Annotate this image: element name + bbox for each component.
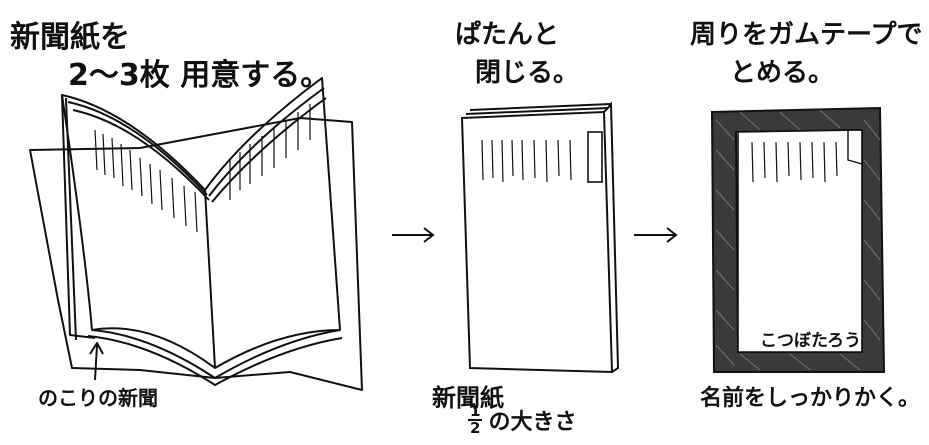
arrow-right-icon-2: [634, 227, 678, 243]
open-newspaper-illustration: [29, 77, 363, 391]
step2-title-line1: ぱたんと: [455, 20, 560, 50]
annotation-arrow: [94, 344, 98, 381]
fraction-numerator: 1: [468, 402, 483, 421]
fraction: 1 2: [468, 402, 483, 437]
back-sheet: [29, 117, 363, 391]
step3-caption: 名前をしっかりかく。: [700, 386, 921, 411]
step2-caption-line1: 新聞紙: [432, 384, 504, 412]
left-page: [61, 94, 216, 369]
caption-rest: の大きさ: [488, 410, 577, 435]
step3-title-line1: 周りをガムテープで: [690, 20, 923, 50]
folded-sheet: [460, 110, 614, 374]
arrow-right-icon: [392, 227, 435, 243]
step3-title-line2: とめる。: [730, 58, 835, 88]
step1-annotation: のこりの新聞: [38, 386, 158, 410]
step1-title-line1: 新聞紙を: [10, 20, 130, 55]
step2-title-line2: 閉じる。: [475, 58, 580, 88]
step2-caption-line2: 1 2 の大きさ: [468, 400, 576, 440]
step1-title-line2: 2～3枚 用意する。: [68, 58, 331, 93]
step3-name-label: こつぼたろう: [760, 326, 861, 351]
right-page: [204, 77, 341, 369]
fraction-denominator: 2: [470, 419, 481, 437]
taped-newspaper-illustration: [710, 106, 886, 373]
folded-newspaper-illustration: [460, 101, 620, 374]
